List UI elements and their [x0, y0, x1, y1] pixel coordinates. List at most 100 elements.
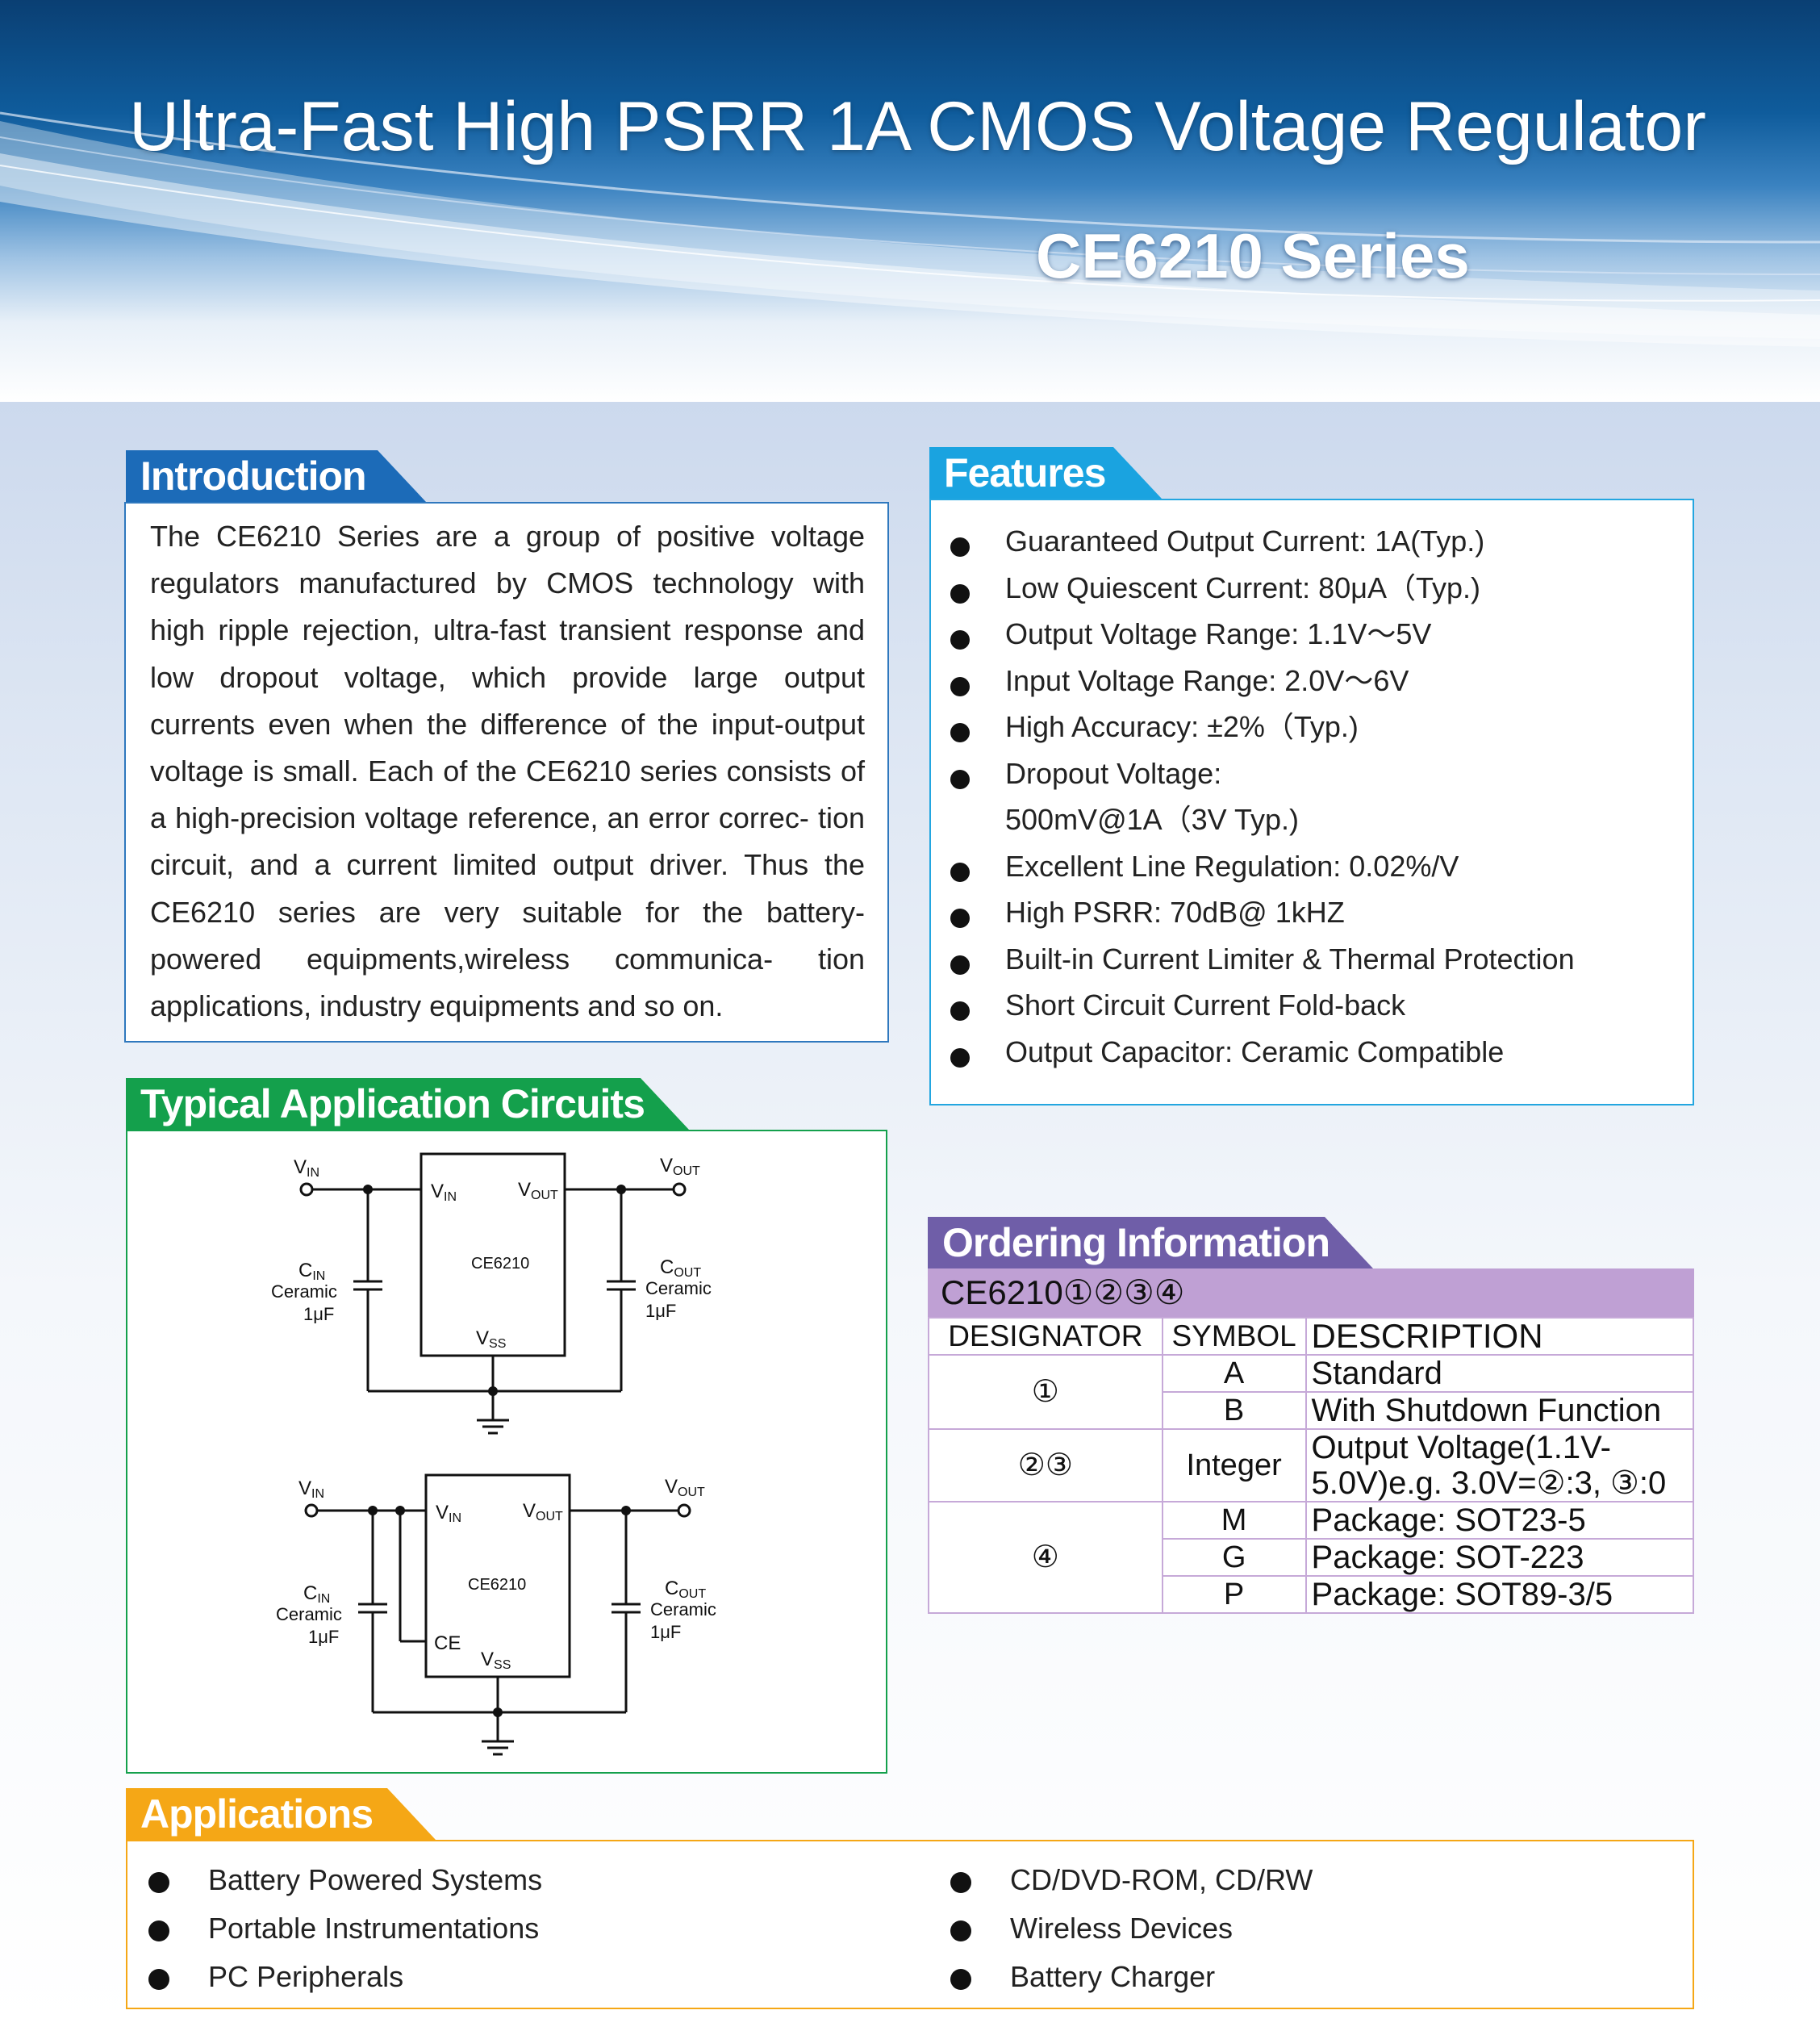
ordering-heading: Ordering Information — [928, 1217, 1373, 1268]
svg-text:VIN: VIN — [298, 1477, 324, 1501]
list-item: High PSRR: 70dB@ 1kHZ — [941, 889, 1683, 936]
circuits-heading: Typical Application Circuits — [126, 1078, 689, 1130]
svg-text:CIN: CIN — [303, 1582, 330, 1606]
bullet-icon — [148, 1920, 169, 1941]
bullet-icon — [148, 1872, 169, 1893]
bullet-icon — [950, 1047, 970, 1068]
bullet-icon — [950, 1920, 971, 1941]
bullet-icon — [950, 769, 970, 789]
list-item: Built-in Current Limiter & Thermal Prote… — [941, 936, 1683, 983]
series-title: CE6210 Series — [1036, 220, 1470, 291]
svg-text:VOUT: VOUT — [665, 1476, 705, 1499]
col-designator: DESIGNATOR — [928, 1317, 1163, 1356]
table-row: B With Shutdown Function — [929, 1391, 1695, 1430]
svg-text:Ceramic: Ceramic — [271, 1281, 337, 1302]
description-cell: With Shutdown Function — [1304, 1391, 1695, 1430]
bullet-icon — [950, 630, 970, 650]
svg-text:1μF: 1μF — [650, 1622, 681, 1642]
list-item: Excellent Line Regulation: 0.02%/V — [941, 843, 1683, 890]
svg-text:1μF: 1μF — [308, 1627, 339, 1647]
bullet-icon — [950, 1872, 971, 1893]
symbol-cell: M — [1161, 1501, 1307, 1540]
col-description: DESCRIPTION — [1304, 1317, 1695, 1356]
list-item: Short Circuit Current Fold-back — [941, 982, 1683, 1029]
table-row: P Package: SOT89-3/5 — [929, 1575, 1695, 1614]
page-title: Ultra-Fast High PSRR 1A CMOS Voltage Reg… — [129, 88, 1706, 165]
svg-text:1μF: 1μF — [303, 1304, 334, 1324]
description-cell: Package: SOT-223 — [1304, 1538, 1695, 1577]
list-item: Input Voltage Range: 2.0V～6V — [941, 658, 1683, 704]
applications-list-right: CD/DVD-ROM, CD/RW Wireless Devices Batte… — [937, 1856, 1663, 2001]
svg-text:COUT: COUT — [665, 1578, 706, 1601]
symbol-cell: G — [1161, 1538, 1307, 1577]
svg-text:VIN: VIN — [436, 1502, 461, 1525]
list-item: Output Voltage Range: 1.1V～5V — [941, 611, 1683, 658]
designator-cell: ②③ — [928, 1428, 1163, 1502]
description-cell: Standard — [1304, 1354, 1695, 1393]
introduction-text: The CE6210 Series are a group of positiv… — [150, 520, 865, 1023]
list-item: Portable Instrumentations — [136, 1904, 862, 1953]
list-item: Guaranteed Output Current: 1A(Typ.) — [941, 518, 1683, 565]
bullet-icon — [950, 537, 970, 557]
svg-text:VSS: VSS — [481, 1649, 511, 1672]
list-item-continuation: 500mV@1A（3V Typ.) — [1005, 803, 1300, 836]
svg-text:VSS: VSS — [476, 1327, 506, 1351]
bullet-icon — [950, 723, 970, 742]
svg-text:VOUT: VOUT — [518, 1179, 558, 1202]
bullet-icon — [950, 1001, 970, 1021]
svg-text:COUT: COUT — [660, 1256, 701, 1280]
svg-text:VOUT: VOUT — [523, 1500, 563, 1523]
applications-heading: Applications — [126, 1788, 436, 1840]
circuits-box: VIN VOUT VIN VOUT CE6210 VSS CIN Ceramic… — [126, 1130, 887, 1774]
introduction-box: The CE6210 Series are a group of positiv… — [124, 502, 889, 1043]
list-item: High Accuracy: ±2%（Typ.) — [941, 704, 1683, 750]
symbol-cell: B — [1161, 1391, 1307, 1430]
list-item: Wireless Devices — [937, 1904, 1663, 1953]
description-cell: Package: SOT23-5 — [1304, 1501, 1695, 1540]
features-box: Guaranteed Output Current: 1A(Typ.) Low … — [929, 499, 1694, 1105]
svg-text:Ceramic: Ceramic — [276, 1604, 342, 1624]
list-item: Low Quiescent Current: 80μA（Typ.) — [941, 565, 1683, 612]
features-list: Guaranteed Output Current: 1A(Typ.) Low … — [941, 518, 1683, 1075]
chip-label: CE6210 — [471, 1255, 529, 1273]
designator-cell: ① — [928, 1354, 1163, 1430]
svg-text:Ceramic: Ceramic — [650, 1599, 716, 1620]
bullet-icon — [950, 583, 970, 604]
svg-text:CIN: CIN — [298, 1260, 325, 1283]
bullet-icon — [950, 955, 970, 975]
description-cell: Output Voltage(1.1V-5.0V)e.g. 3.0V=②:3, … — [1304, 1428, 1695, 1502]
ordering-code: CE6210①②③④ — [928, 1268, 1694, 1317]
introduction-heading: Introduction — [126, 450, 426, 502]
bullet-icon — [950, 862, 970, 882]
table-row: G Package: SOT-223 — [929, 1538, 1695, 1577]
application-circuits-diagram: VIN VOUT VIN VOUT CE6210 VSS CIN Ceramic… — [271, 1152, 716, 1756]
applications-list-left: Battery Powered Systems Portable Instrum… — [136, 1856, 862, 2001]
svg-text:VIN: VIN — [294, 1156, 319, 1180]
description-cell: Package: SOT89-3/5 — [1304, 1575, 1695, 1614]
svg-text:VOUT: VOUT — [660, 1155, 700, 1178]
header-banner: Ultra-Fast High PSRR 1A CMOS Voltage Reg… — [0, 0, 1820, 402]
svg-text:CE: CE — [434, 1632, 461, 1654]
symbol-cell: Integer — [1161, 1428, 1307, 1502]
svg-text:VIN: VIN — [431, 1181, 457, 1204]
svg-text:Ceramic: Ceramic — [645, 1278, 712, 1298]
table-row: ④ M Package: SOT23-5 — [928, 1501, 1695, 1614]
list-item: Output Capacitor: Ceramic Compatible — [941, 1029, 1683, 1076]
list-item: Battery Charger — [937, 1953, 1663, 2001]
col-symbol: SYMBOL — [1161, 1317, 1307, 1356]
list-item: CD/DVD-ROM, CD/RW — [937, 1856, 1663, 1904]
list-item: Battery Powered Systems — [136, 1856, 862, 1904]
features-heading: Features — [929, 447, 1162, 499]
list-item: Dropout Voltage: — [941, 750, 1683, 797]
applications-box: Battery Powered Systems Portable Instrum… — [126, 1840, 1694, 2009]
svg-text:1μF: 1μF — [645, 1301, 676, 1321]
symbol-cell: P — [1161, 1575, 1307, 1614]
table-row: ②③ Integer Output Voltage(1.1V-5.0V)e.g.… — [928, 1428, 1695, 1502]
table-header-row: DESIGNATOR SYMBOL DESCRIPTION — [928, 1317, 1695, 1356]
ordering-table: DESIGNATOR SYMBOL DESCRIPTION ① A Standa… — [928, 1317, 1695, 1614]
list-item: PC Peripherals — [136, 1953, 862, 2001]
designator-cell: ④ — [928, 1501, 1163, 1614]
bullet-icon — [950, 909, 970, 928]
symbol-cell: A — [1161, 1354, 1307, 1393]
table-row: ① A Standard — [928, 1354, 1695, 1430]
